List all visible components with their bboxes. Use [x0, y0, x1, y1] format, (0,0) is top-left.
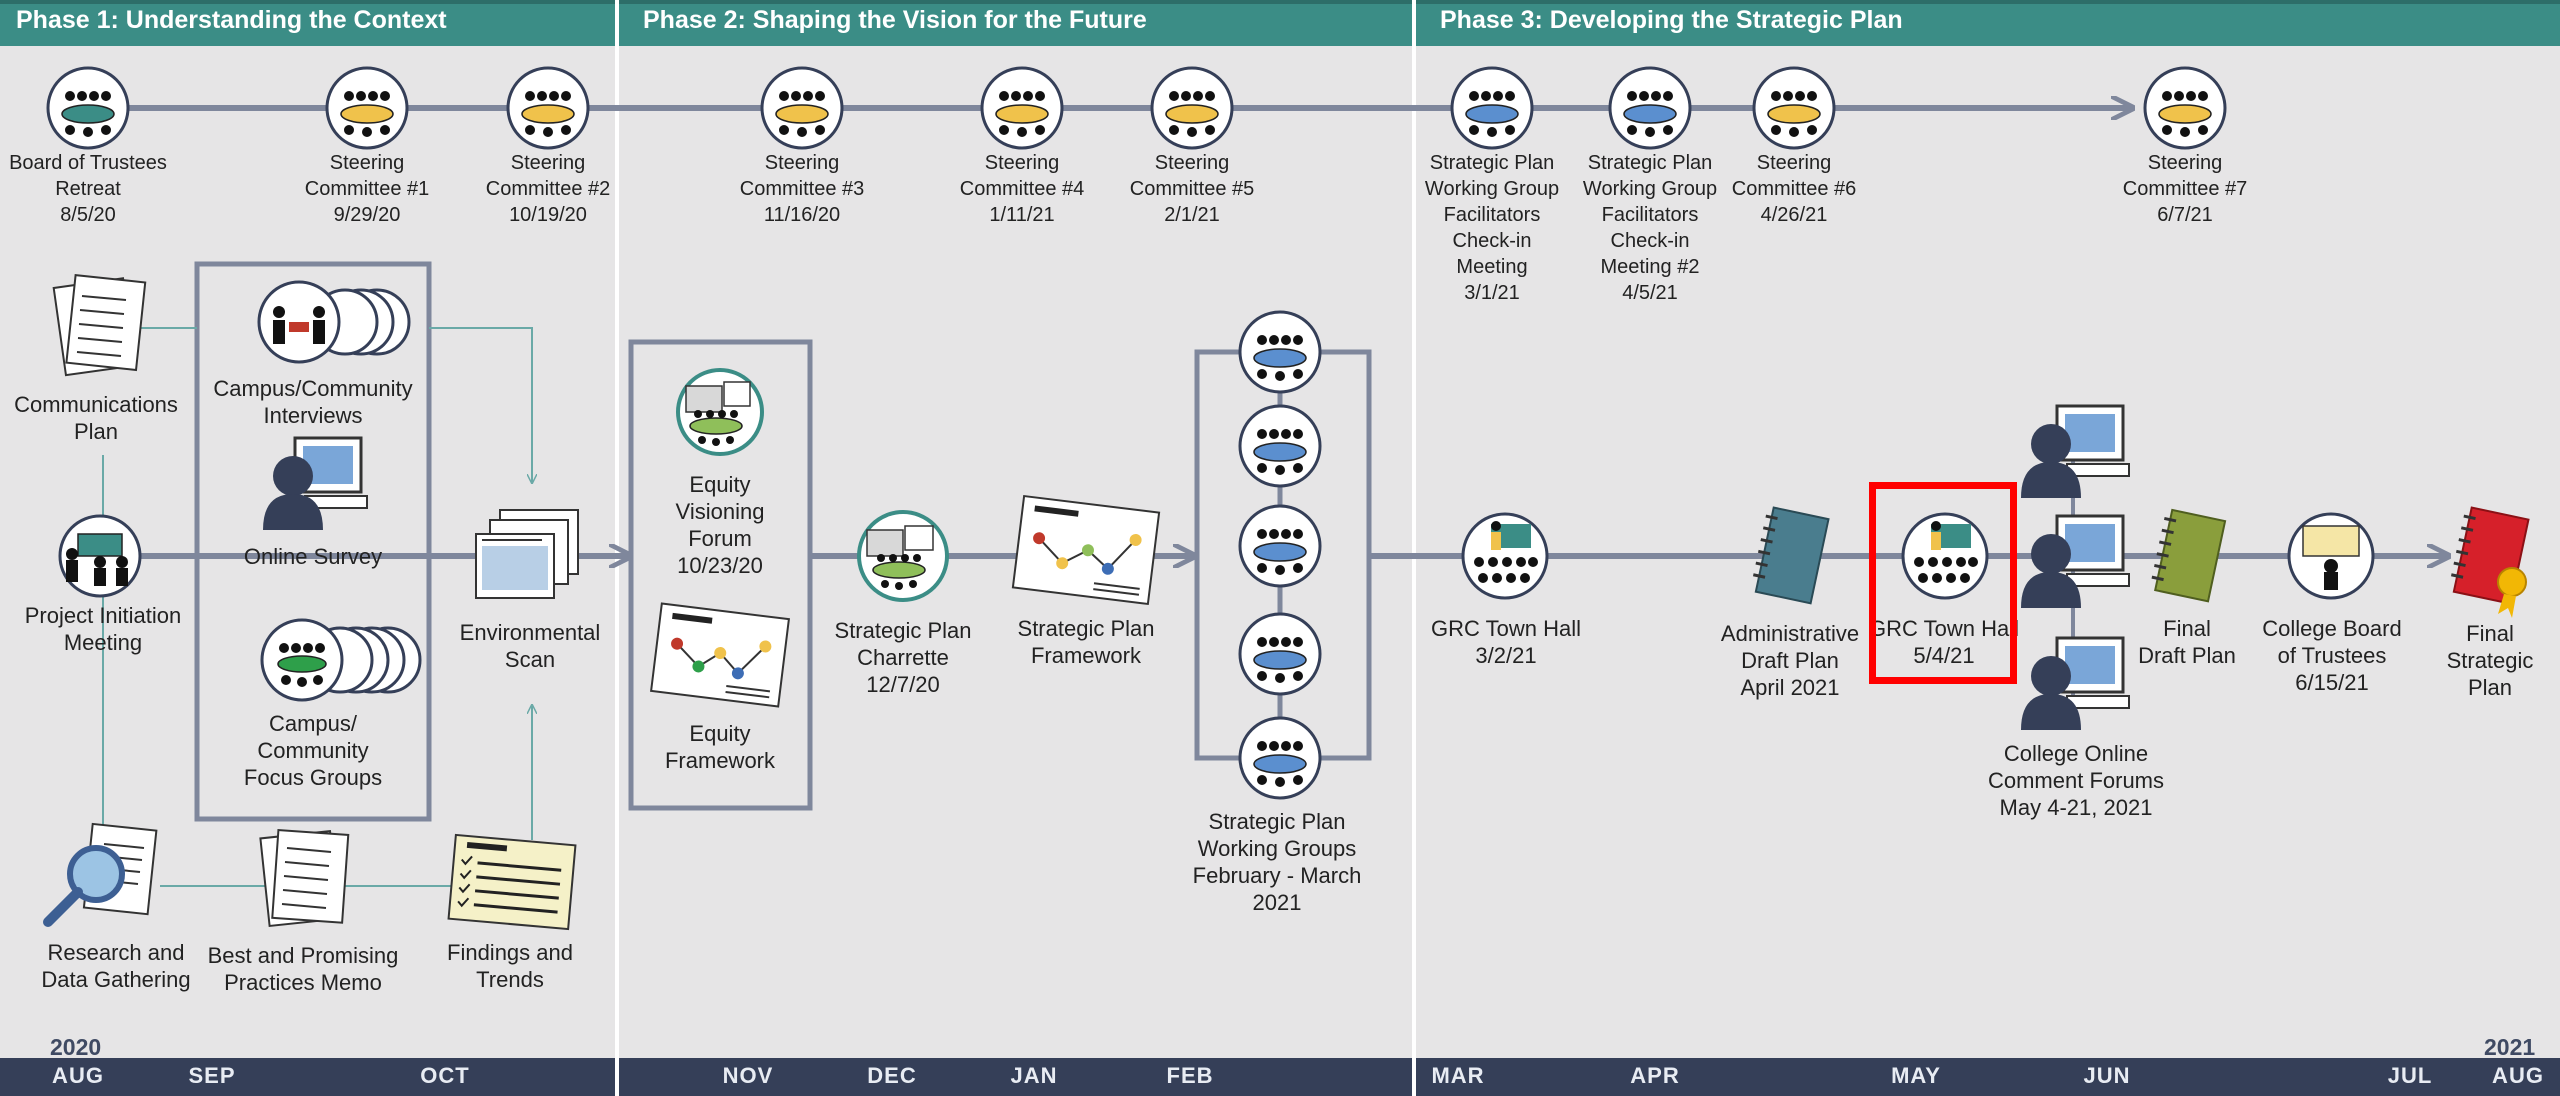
admin-draft-label: Administrative Draft Plan April 2021: [1720, 621, 1860, 700]
town-hall-1-icon: [1461, 512, 1549, 600]
online-forum-3-icon: [2021, 636, 2130, 730]
steering-6-label: Steering Committee #6 4/26/21: [1731, 152, 1857, 226]
facilitators-checkin-2-label: Strategic Plan Working Group Facilitator…: [1582, 152, 1718, 304]
year-end: 2021: [2484, 1034, 2536, 1060]
working-groups-label: Strategic Plan Working Groups February -…: [1192, 809, 1362, 915]
communications-plan-icon: [52, 274, 147, 377]
steering-committee-1-icon: [325, 66, 409, 150]
research-icon: [43, 822, 158, 927]
steering-7-label: Steering Committee #7 6/7/21: [2122, 152, 2248, 226]
project-initiation-icon: [58, 514, 142, 598]
findings-label: Findings and Trends: [447, 940, 573, 992]
online-forum-icons: [2021, 404, 2130, 730]
working-group-2-icon: [1238, 404, 1322, 488]
facilitators-checkin-2-icon: [1608, 66, 1692, 150]
board-trustees-label: College Board of Trustees 6/15/21: [2262, 616, 2402, 695]
environmental-scan-icon: [475, 509, 579, 599]
month-aug-2020: AUG: [52, 1063, 104, 1088]
working-group-4-icon: [1238, 612, 1322, 696]
steering-committee-7-icon: [2143, 66, 2227, 150]
online-forums-label: College Online Comment Forums May 4-21, …: [1987, 741, 2165, 820]
charrette-icon: [857, 510, 949, 602]
focus-groups-icon: [260, 618, 422, 702]
online-forum-2-icon: [2021, 514, 2130, 608]
environmental-scan-label: Environmental Scan: [459, 620, 601, 672]
phase1-title: Phase 1: Understanding the Context: [16, 6, 447, 34]
project-initiation-label: Project Initiation Meeting: [24, 603, 182, 655]
working-group-icons: [1238, 310, 1322, 800]
town-hall-1-label: GRC Town Hall 3/2/21: [1431, 616, 1581, 668]
working-group-3-icon: [1238, 504, 1322, 588]
best-practices-icon: [259, 828, 350, 928]
admin-draft-icon: [1752, 506, 1830, 605]
month-bar: [0, 1058, 2560, 1096]
steering-committee-4-icon: [980, 66, 1064, 150]
final-plan-label: Final Strategic Plan: [2446, 621, 2534, 700]
facilitators-checkin-icon: [1450, 66, 1534, 150]
month-jun: JUN: [2083, 1063, 2131, 1088]
phase1-activities-box: [194, 261, 432, 822]
steering-3-label: Steering Committee #3 11/16/20: [739, 152, 865, 226]
focus-groups-label: Campus/ Community Focus Groups: [243, 711, 383, 790]
facilitators-checkin-label: Strategic Plan Working Group Facilitator…: [1424, 152, 1560, 304]
steering-2-label: Steering Committee #2 10/19/20: [485, 152, 611, 226]
steering-5-label: Steering Committee #5 2/1/21: [1129, 152, 1255, 226]
board-retreat-meeting-icon: [46, 66, 130, 150]
year-start: 2020: [50, 1034, 102, 1060]
interviews-label: Campus/Community Interviews: [213, 376, 413, 428]
month-nov: NOV: [722, 1063, 774, 1088]
working-group-5-icon: [1238, 716, 1322, 800]
final-draft-icon: [2151, 508, 2227, 603]
best-practices-label: Best and Promising Practices Memo: [207, 943, 399, 995]
online-survey-label: Online Survey: [243, 544, 383, 569]
charrette-label: Strategic Plan Charrette 12/7/20: [834, 618, 972, 697]
month-jan: JAN: [1010, 1063, 1058, 1088]
equity-framework-icon: [650, 602, 790, 708]
highlight-box: [1869, 482, 2017, 684]
equity-forum-label: Equity Visioning Forum 10/23/20: [675, 472, 765, 578]
interviews-icon: [257, 280, 411, 364]
framework-label: Strategic Plan Framework: [1017, 616, 1155, 668]
phase3-title: Phase 3: Developing the Strategic Plan: [1440, 6, 1903, 34]
online-survey-icon: [263, 436, 368, 530]
steering-4-label: Steering Committee #4 1/11/21: [959, 152, 1085, 226]
steering-committee-5-icon: [1150, 66, 1234, 150]
equity-box: [628, 339, 813, 811]
phase3-bar: [1416, 4, 2560, 46]
steering-committee-2-icon: [506, 66, 590, 150]
online-forum-1-icon: [2021, 404, 2130, 498]
month-sep: SEP: [188, 1063, 236, 1088]
month-feb: FEB: [1166, 1063, 1214, 1088]
steering-committee-6-icon: [1752, 66, 1836, 150]
month-apr: APR: [1630, 1063, 1680, 1088]
research-label: Research and Data Gathering: [41, 940, 191, 992]
final-draft-label: Final Draft Plan: [2138, 616, 2236, 668]
final-plan-icon: [2450, 506, 2530, 618]
month-aug-2021: AUG: [2492, 1063, 2544, 1088]
steering-1-label: Steering Committee #1 9/29/20: [304, 152, 430, 226]
phase2-title: Phase 2: Shaping the Vision for the Futu…: [643, 6, 1147, 34]
month-mar: MAR: [1431, 1063, 1485, 1088]
month-may: MAY: [1891, 1063, 1941, 1088]
phase2-bar: [619, 4, 1412, 46]
town-hall-2-icon: [1901, 512, 1989, 600]
board-retreat-label: Board of Trustees Retreat 8/5/20: [9, 152, 167, 226]
framework-icon: [1011, 494, 1161, 606]
working-group-1-icon: [1238, 310, 1322, 394]
month-dec: DEC: [867, 1063, 917, 1088]
findings-icon: [447, 833, 577, 931]
month-oct: OCT: [420, 1063, 470, 1088]
month-jul: JUL: [2387, 1063, 2433, 1088]
board-trustees-icon: [2287, 512, 2375, 600]
steering-committee-3-icon: [760, 66, 844, 150]
communications-plan-label: Communications Plan: [14, 392, 178, 444]
equity-forum-icon: [676, 368, 764, 456]
equity-framework-label: Equity Framework: [664, 721, 776, 773]
phase1-bar: [0, 4, 615, 46]
meeting-icons-top: [46, 66, 2227, 150]
